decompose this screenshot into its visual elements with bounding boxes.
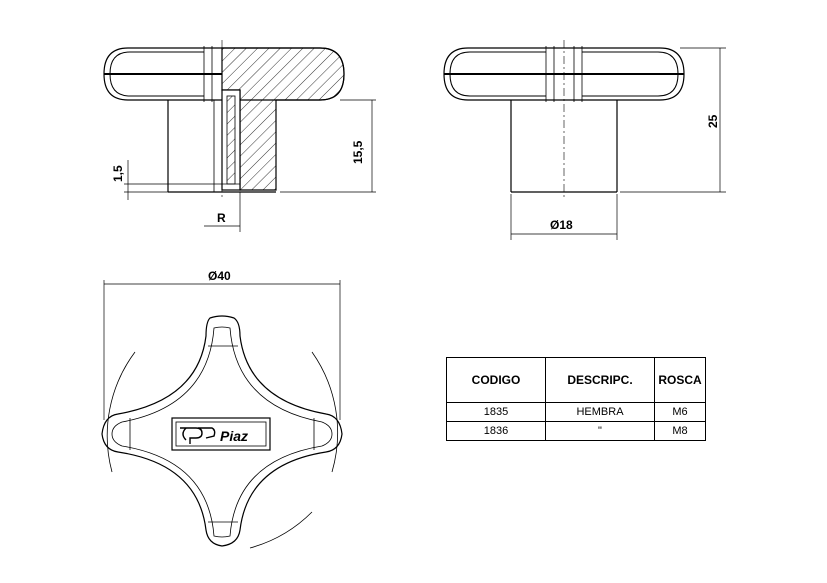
table-row: 1835 HEMBRA M6 (446, 402, 706, 422)
dimension-d18-label: Ø18 (550, 218, 573, 232)
dimension-d40 (103, 280, 341, 420)
dimension-15-5-label: 15,5 (351, 140, 365, 164)
dimension-1-5 (124, 160, 222, 200)
header-codigo: CODIGO (446, 357, 546, 403)
dimension-15-5 (280, 99, 376, 193)
header-rosca: ROSCA (654, 357, 706, 403)
cell-codigo: 1836 (446, 421, 546, 441)
piaz-logo: Piaz (171, 417, 271, 451)
section-view (103, 40, 345, 200)
dimension-r-label: R (217, 211, 226, 225)
pp-logo-icon (180, 427, 216, 444)
dimension-25 (620, 47, 726, 193)
dimension-d40-label: Ø40 (208, 269, 231, 283)
cell-descripc: HEMBRA (545, 402, 655, 422)
cell-rosca: M8 (654, 421, 706, 441)
side-view (443, 40, 685, 200)
cell-codigo: 1835 (446, 402, 546, 422)
dimension-1-5-label: 1,5 (111, 165, 125, 182)
piaz-logo-text: Piaz (220, 428, 248, 444)
header-descripc: DESCRIPC. (545, 357, 655, 403)
table-row: 1836 " M8 (446, 421, 706, 441)
cell-descripc: " (545, 421, 655, 441)
spec-table: CODIGO DESCRIPC. ROSCA 1835 HEMBRA M6 18… (446, 357, 706, 441)
top-view (101, 315, 343, 549)
dimension-r (204, 192, 241, 232)
table-header-row: CODIGO DESCRIPC. ROSCA (446, 357, 706, 403)
cell-rosca: M6 (654, 402, 706, 422)
dimension-25-label: 25 (706, 114, 720, 128)
dimension-d18 (510, 194, 618, 240)
